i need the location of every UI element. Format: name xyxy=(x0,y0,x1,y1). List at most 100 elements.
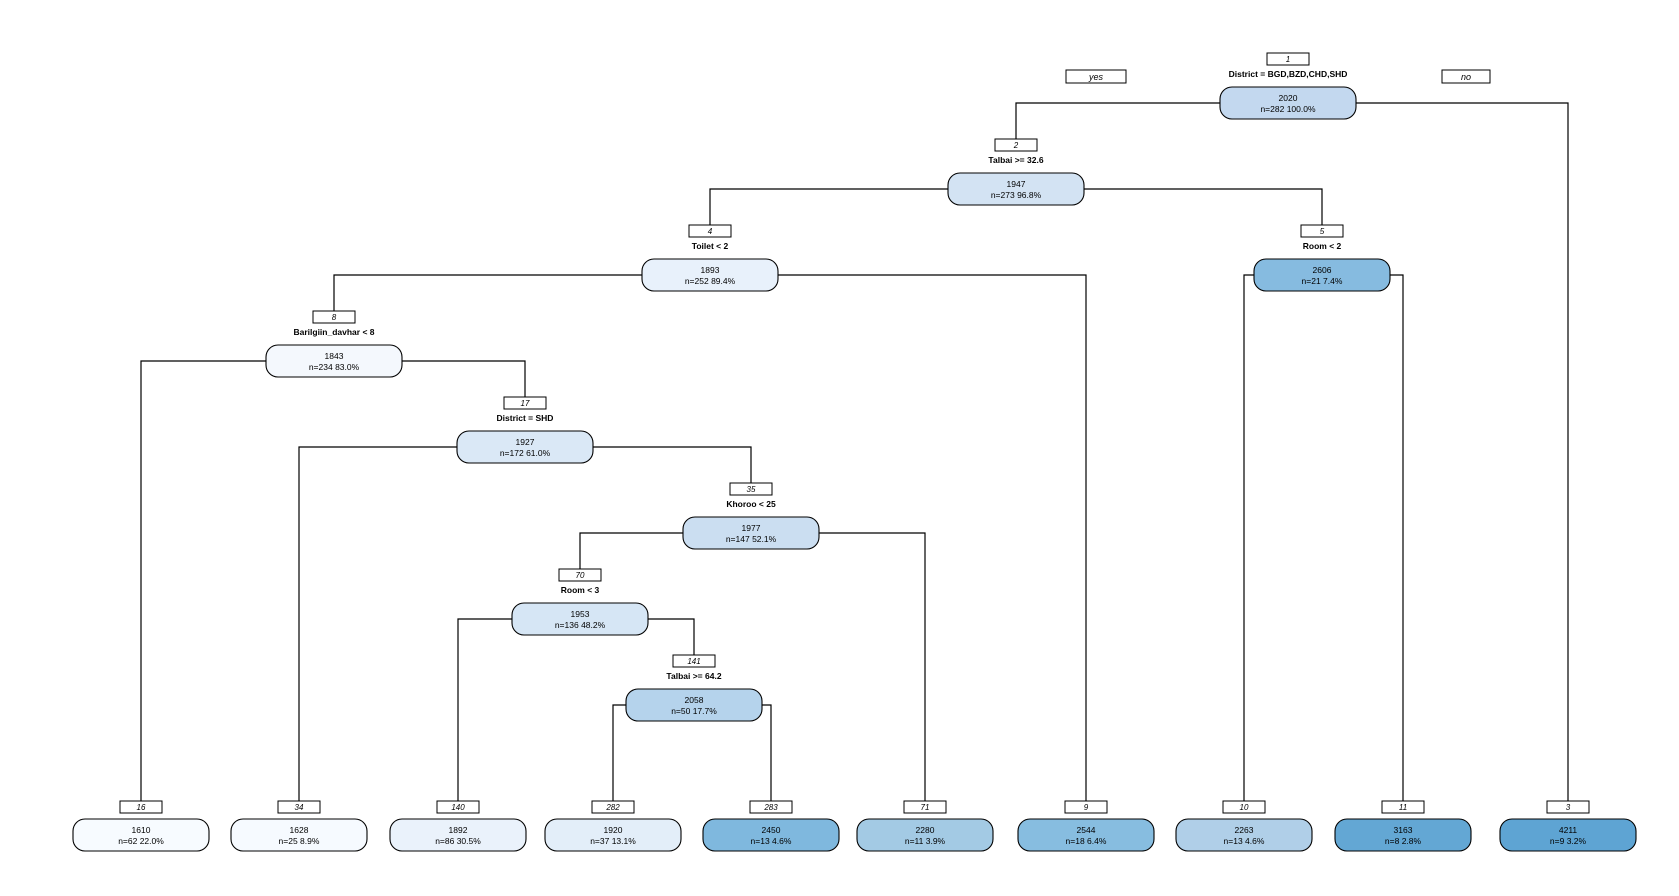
split-rule: Khoroo < 25 xyxy=(726,499,776,509)
node-number: 282 xyxy=(605,803,620,812)
node-box xyxy=(947,172,1085,206)
node-number-box xyxy=(1222,800,1266,814)
edge-1-2 xyxy=(1015,102,1222,139)
node-stats: n=172 61.0% xyxy=(500,448,551,458)
node-number-box xyxy=(994,138,1038,152)
node-number-box xyxy=(1300,224,1344,238)
node-stats: n=37 13.1% xyxy=(590,836,636,846)
node-number-box xyxy=(1546,800,1590,814)
yes-label: yes xyxy=(1088,72,1104,82)
node-value: 1843 xyxy=(325,351,344,361)
node-box xyxy=(544,818,682,852)
split-rule: Room < 3 xyxy=(561,585,600,595)
node-stats: n=13 4.6% xyxy=(751,836,792,846)
split-rule: District = SHD xyxy=(497,413,554,423)
node-box xyxy=(1499,818,1637,852)
split-rule: Talbai >= 64.2 xyxy=(666,671,721,681)
edge-2-4 xyxy=(709,188,950,225)
node-stats: n=62 22.0% xyxy=(118,836,164,846)
node-value: 1610 xyxy=(132,825,151,835)
node-number-box xyxy=(1381,800,1425,814)
node-value: 1953 xyxy=(571,609,590,619)
node-number-box xyxy=(729,482,773,496)
edge-5-11 xyxy=(1388,274,1404,801)
node-stats: n=8 2.8% xyxy=(1385,836,1422,846)
node-box xyxy=(389,818,527,852)
node-box xyxy=(230,818,368,852)
node-box xyxy=(456,430,594,464)
node-value: 1977 xyxy=(742,523,761,533)
node-stats: n=50 17.7% xyxy=(671,706,717,716)
node-number-box xyxy=(503,396,547,410)
node-number: 283 xyxy=(763,803,778,812)
node-box xyxy=(1334,818,1472,852)
edge-4-8 xyxy=(333,274,644,311)
split-rule: Room < 2 xyxy=(1303,241,1342,251)
node-value: 1920 xyxy=(604,825,623,835)
node-number: 3 xyxy=(1566,803,1571,812)
node-box xyxy=(1219,86,1357,120)
node-number: 140 xyxy=(451,803,465,812)
node-number: 2 xyxy=(1013,141,1019,150)
edge-70-141 xyxy=(646,618,695,655)
node-stats: n=9 3.2% xyxy=(1550,836,1587,846)
node-box xyxy=(511,602,649,636)
node-value: 1927 xyxy=(516,437,535,447)
edge-4-9 xyxy=(776,274,1087,801)
edge-2-5 xyxy=(1082,188,1323,225)
edges-layer xyxy=(140,102,1569,801)
split-rule: District = BGD,BZD,CHD,SHD xyxy=(1229,69,1348,79)
direction-labels: yes no xyxy=(1065,69,1491,84)
node-box xyxy=(1017,818,1155,852)
node-number-box xyxy=(119,800,163,814)
edge-5-10 xyxy=(1243,274,1256,801)
node-stats: n=25 8.9% xyxy=(279,836,320,846)
node-number: 16 xyxy=(137,803,146,812)
node-number: 5 xyxy=(1320,227,1325,236)
node-box xyxy=(856,818,994,852)
edge-17-34 xyxy=(298,446,459,801)
node-number: 34 xyxy=(295,803,304,812)
split-rule: Toilet < 2 xyxy=(692,241,729,251)
edge-35-70 xyxy=(579,532,685,569)
node-stats: n=11 3.9% xyxy=(905,836,946,846)
node-stats: n=234 83.0% xyxy=(309,362,360,372)
node-number: 17 xyxy=(521,399,530,408)
node-value: 1628 xyxy=(290,825,309,835)
yes-label-box xyxy=(1065,69,1127,84)
edge-17-35 xyxy=(591,446,752,483)
split-rule: Barilgiin_davhar < 8 xyxy=(293,327,374,337)
node-stats: n=18 6.4% xyxy=(1066,836,1107,846)
edge-70-140 xyxy=(457,618,514,801)
node-box xyxy=(625,688,763,722)
node-stats: n=13 4.6% xyxy=(1224,836,1265,846)
node-stats: n=282 100.0% xyxy=(1260,104,1316,114)
node-number-box xyxy=(436,800,480,814)
node-number-box xyxy=(591,800,635,814)
node-value: 2058 xyxy=(685,695,704,705)
node-number: 71 xyxy=(921,803,930,812)
node-number-box xyxy=(903,800,947,814)
node-value: 2606 xyxy=(1313,265,1332,275)
node-box xyxy=(1175,818,1313,852)
node-value: 2544 xyxy=(1077,825,1096,835)
node-stats: n=86 30.5% xyxy=(435,836,481,846)
edge-141-283 xyxy=(760,704,772,801)
edge-141-282 xyxy=(612,704,628,801)
node-box xyxy=(682,516,820,550)
node-box xyxy=(1253,258,1391,292)
node-number: 35 xyxy=(747,485,756,494)
node-stats: n=273 96.8% xyxy=(991,190,1042,200)
